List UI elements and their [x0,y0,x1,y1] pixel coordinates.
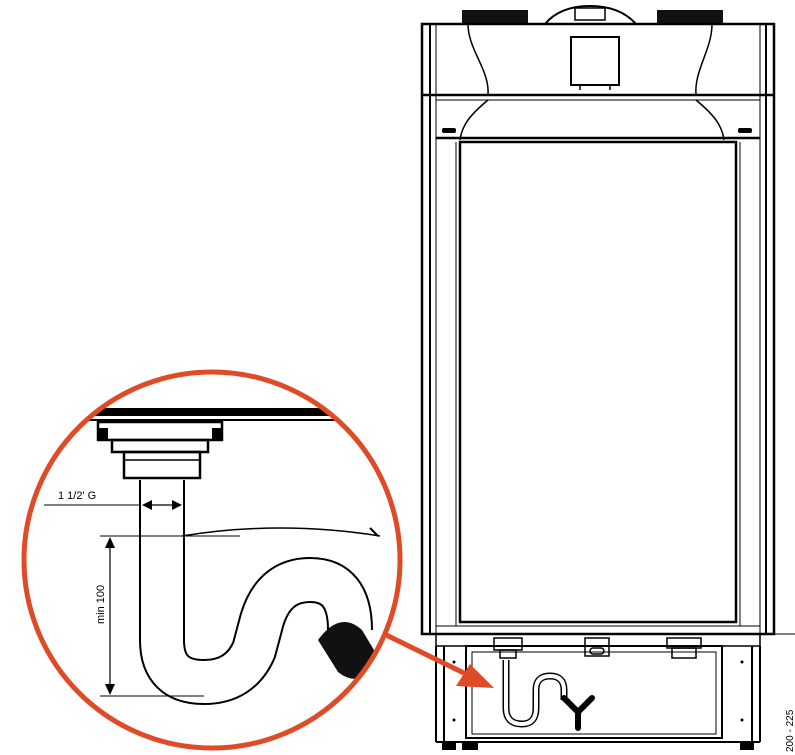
detail-circle-outline [21,369,403,751]
base-stand [435,633,761,750]
casing-outer [420,22,776,636]
foot-center [462,742,478,750]
thread-size-label: 1 1/2' G [58,490,96,502]
callout-arrow [370,625,494,688]
drain-outlet-small [493,637,523,651]
front-panel [458,140,738,624]
detail-view [24,408,400,706]
foot-left [442,742,456,750]
unit-cabinet [420,4,795,636]
min-height-label: min 100 [95,585,107,624]
drain-y-fitting [561,695,595,731]
hose-end [318,622,380,679]
top-center-dome [544,4,637,25]
outlet-nut [122,450,202,480]
foot-right [740,742,754,750]
center-bracket [584,637,610,657]
inspection-hatch [570,36,620,86]
top-spigot-left [462,10,528,24]
top-spigot-right [657,10,723,24]
side-dimension-label: 200 - 225 [785,709,795,752]
